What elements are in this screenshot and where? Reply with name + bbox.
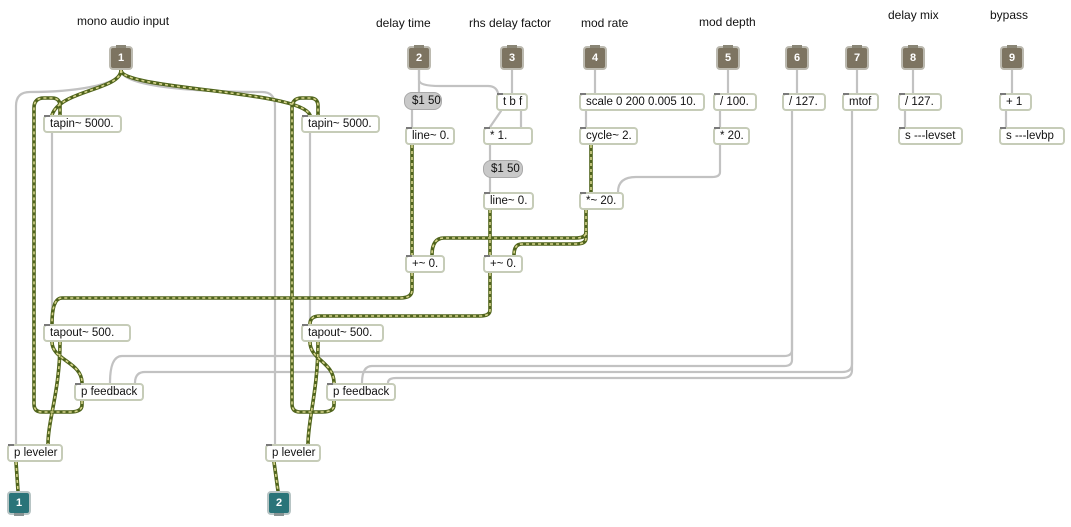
inlet-6[interactable]: 6 xyxy=(785,45,809,70)
add-right-object[interactable]: +~ 0. xyxy=(483,255,523,273)
signal-cord-leveler-outlet-left-stripe xyxy=(15,461,19,492)
inlet-8[interactable]: 8 xyxy=(901,45,925,70)
add-left-object[interactable]: +~ 0. xyxy=(405,255,445,273)
line-rhs-object[interactable]: line~ 0. xyxy=(483,192,534,210)
signal-cord-tapout-leveler-right xyxy=(306,340,320,446)
signal-cord-add-tapout-right-stripe xyxy=(309,273,491,325)
signal-cord-tapout-leveler-right-stripe xyxy=(307,341,319,445)
inlet-2[interactable]: 2 xyxy=(407,45,431,70)
ctrl-cord-mtof-feedback-right xyxy=(386,248,854,385)
signal-multiply-object[interactable]: *~ 20. xyxy=(579,192,624,210)
tapin-right-object[interactable]: tapin~ 5000. xyxy=(301,115,380,133)
divide-mix-object[interactable]: / 127. xyxy=(898,93,942,111)
multiply-depth-object[interactable]: * 20. xyxy=(713,127,750,145)
mtof-object[interactable]: mtof xyxy=(842,93,879,111)
scale-object[interactable]: scale 0 200 0.005 10. xyxy=(579,93,705,111)
mod-depth-label: mod depth xyxy=(699,15,756,29)
inlet-1[interactable]: 1 xyxy=(109,45,133,70)
ctrl-cord-in2-trigger xyxy=(417,68,500,95)
multiply-factor-object[interactable]: * 1. xyxy=(483,127,533,145)
send-levset-object[interactable]: s ---levset xyxy=(898,127,963,145)
inlet-3[interactable]: 3 xyxy=(500,45,524,70)
inlet-4[interactable]: 4 xyxy=(583,45,607,70)
signal-cord-add-tapout-left-stripe xyxy=(51,273,413,325)
ctrl-cord-div-feedback-left xyxy=(108,109,794,385)
signal-cord-tapout-feedback-right xyxy=(308,340,336,385)
signal-cord-leveler-outlet-right-stripe xyxy=(273,461,279,492)
bypass-label: bypass xyxy=(990,8,1029,22)
trigger-object[interactable]: t b f xyxy=(496,93,528,111)
tapout-left-object[interactable]: tapout~ 500. xyxy=(43,324,131,342)
inlet-7[interactable]: 7 xyxy=(845,45,869,70)
leveler-right-object[interactable]: p leveler xyxy=(265,444,321,462)
leveler-left-object[interactable]: p leveler xyxy=(7,444,63,462)
send-levbp-object[interactable]: s ---levbp xyxy=(999,127,1065,145)
signal-cord-feedback-tapin-left-stripe xyxy=(33,97,83,413)
delay-mix-label: delay mix xyxy=(888,8,939,22)
line-delay-object[interactable]: line~ 0. xyxy=(405,127,455,145)
signal-cord-sigmult-add-left-stripe xyxy=(431,210,587,256)
feedback-right-object[interactable]: p feedback xyxy=(326,383,396,401)
delay-time-message[interactable]: $1 50 xyxy=(404,92,442,110)
ctrl-cord-mult-sigmult xyxy=(616,143,722,194)
signal-cord-in1-tapin-left-stripe xyxy=(51,69,122,116)
signal-cord-tapout-feedback-left-stripe xyxy=(51,341,83,384)
signal-cord-sigmult-add-right-stripe xyxy=(513,232,587,256)
rhs-delay-factor-label: rhs delay factor xyxy=(469,16,552,30)
signal-cord-tapout-leveler-left xyxy=(46,340,62,446)
tapout-right-object[interactable]: tapout~ 500. xyxy=(301,324,384,342)
signal-cord-feedback-tapin-right-stripe xyxy=(291,97,335,413)
ctrl-cord-in1-right xyxy=(119,68,277,446)
inlet-9[interactable]: 9 xyxy=(1000,45,1024,70)
tapin-left-object[interactable]: tapin~ 5000. xyxy=(43,115,122,133)
ctrl-cord-div-feedback-right xyxy=(360,248,794,385)
signal-cord-tapout-leveler-left-stripe xyxy=(47,341,61,445)
mono-audio-input-label: mono audio input xyxy=(77,14,170,28)
signal-cord-in1-tapin-right xyxy=(119,68,312,117)
signal-cord-sigmult-add-left xyxy=(430,208,588,257)
plus-one-object[interactable]: + 1 xyxy=(999,93,1032,111)
mod-rate-label: mod rate xyxy=(581,16,629,30)
inlet-5[interactable]: 5 xyxy=(716,45,740,70)
rhs-factor-message[interactable]: $1 50 xyxy=(483,160,523,178)
signal-cord-tapout-feedback-right-stripe xyxy=(309,341,335,384)
delay-time-label: delay time xyxy=(376,16,431,30)
ctrl-cord-mtof-feedback-left xyxy=(133,109,854,385)
ctrl-cord-trigger-mult xyxy=(488,109,503,129)
feedback-left-object[interactable]: p feedback xyxy=(74,383,144,401)
divide-127-object[interactable]: / 127. xyxy=(782,93,826,111)
cycle-object[interactable]: cycle~ 2. xyxy=(579,127,638,145)
divide-depth-object[interactable]: / 100. xyxy=(713,93,757,111)
outlet-2[interactable]: 2 xyxy=(267,491,291,516)
outlet-1[interactable]: 1 xyxy=(7,491,31,516)
